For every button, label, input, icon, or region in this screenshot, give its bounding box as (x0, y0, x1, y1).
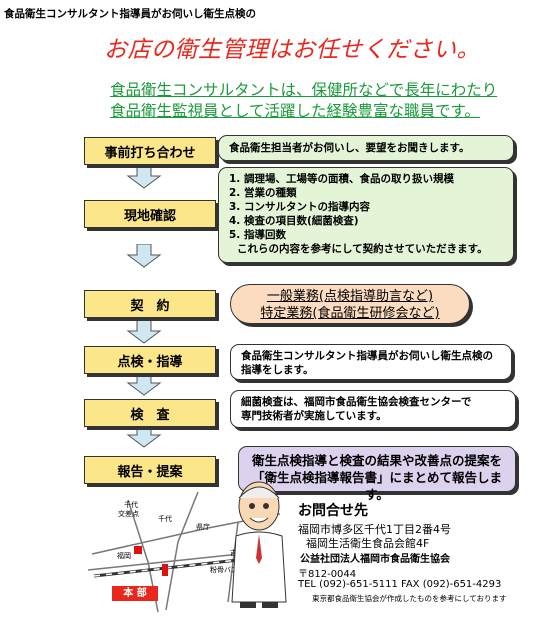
contract-line: 一般業務(点検指導助言など) (266, 289, 434, 304)
site-check-line: 3. コンサルタントの指導内容 (229, 201, 370, 213)
site-check-line: 4. 検査の項目数(細菌検査) (229, 215, 359, 227)
subline-1: 食品衛生コンサルタントは、保健所などで長年にわたり (110, 81, 498, 99)
testing-line: 細菌検査は、福岡市食品衛生協会検査センターで (241, 396, 472, 408)
testing-line: 専門技術者が実施しています。 (241, 410, 387, 422)
down-arrow-icon (126, 424, 162, 448)
map-label: 千代 (158, 515, 172, 523)
step-label-contract: 契 約 (84, 290, 216, 318)
down-arrow-icon (126, 244, 162, 268)
step-desc-consultation: 食品衛生担当者がお伺いし、要望をお聞きします。 (218, 135, 514, 161)
mascot-icon (231, 481, 287, 608)
down-arrow-icon (126, 165, 162, 189)
contract-line: 特定業務(食品衛生研修会など) (260, 306, 440, 321)
step-desc-testing: 細菌検査は、福岡市食品衛生協会検査センターで 専門技術者が実施しています。 (230, 390, 516, 428)
honbu-label: 本 部 (112, 586, 158, 601)
contact-organization: 公益社団法人福岡市食品衛生協会 (300, 554, 450, 565)
step-desc-contract: 一般業務(点検指導助言など) 特定業務(食品衛生研修会など) (230, 284, 470, 324)
headline: お店の衛生管理はお任せください。 (104, 37, 480, 63)
top-caption: 食品衛生コンサルタント指導員がお伺いし衛生点検の (4, 8, 256, 20)
site-check-line: これらの内容を参考にして契約させていただきます。 (237, 243, 488, 255)
down-arrow-icon (126, 320, 162, 344)
contact-zip: 〒812-0044 (298, 569, 357, 580)
contact-address-2: 福岡生活衛生食品会館4F (306, 537, 430, 550)
report-line: 衛生点検指導と検査の結果や改善点の提案を (251, 453, 502, 468)
map-label: 粉骨バス停 (210, 566, 245, 574)
down-arrow-icon (126, 372, 162, 396)
step-label-site-check: 現地確認 (84, 200, 216, 228)
contact-note: 東京都食品衛生協会が作成したものを参考にしております (312, 594, 507, 603)
map-label: 県庁 (196, 523, 210, 531)
step-desc-site-check: 1. 調理場、工場等の面積、食品の取り扱い規模 2. 営業の種類 3. コンサル… (218, 167, 514, 263)
map-label: 福岡 (117, 552, 131, 560)
step-label-report: 報告・提案 (84, 456, 216, 484)
site-check-line: 1. 調理場、工場等の面積、食品の取り扱い規模 (229, 173, 454, 185)
inspection-line: 食品衛生コンサルタント指導員がお伺いし衛生点検の (241, 350, 493, 362)
step-desc-report: 衛生点検指導と検査の結果や改善点の提案を 「衛生点検指導報告書」にまとめて報告し… (238, 446, 516, 502)
step-desc-inspection: 食品衛生コンサルタント指導員がお伺いし衛生点検の 指導をします。 (230, 344, 512, 380)
map-label: 交差点 (118, 510, 139, 518)
contact-address-1: 福岡市博多区千代1丁目2番4号 (298, 523, 451, 536)
step-label-testing: 検 査 (84, 399, 216, 427)
site-check-line: 2. 営業の種類 (229, 187, 297, 199)
contact-phone-fax: TEL (092)-651-5111 FAX (092)-651-4293 (298, 579, 502, 590)
map-label: 千代 (124, 501, 138, 509)
site-check-line: 5. 指導回数 (229, 229, 286, 241)
step-label-inspection: 点検・指導 (84, 346, 216, 374)
subline-2: 食品衛生監視員として活躍した経験豊富な職員です。 (110, 102, 480, 120)
inspection-line: 指導をします。 (241, 364, 314, 376)
report-line: 「衛生点検指導報告書」にまとめて報告します。 (251, 470, 502, 502)
contact-title: お問合せ先 (298, 503, 368, 519)
step-label-consultation: 事前打ち合わせ (84, 137, 216, 165)
